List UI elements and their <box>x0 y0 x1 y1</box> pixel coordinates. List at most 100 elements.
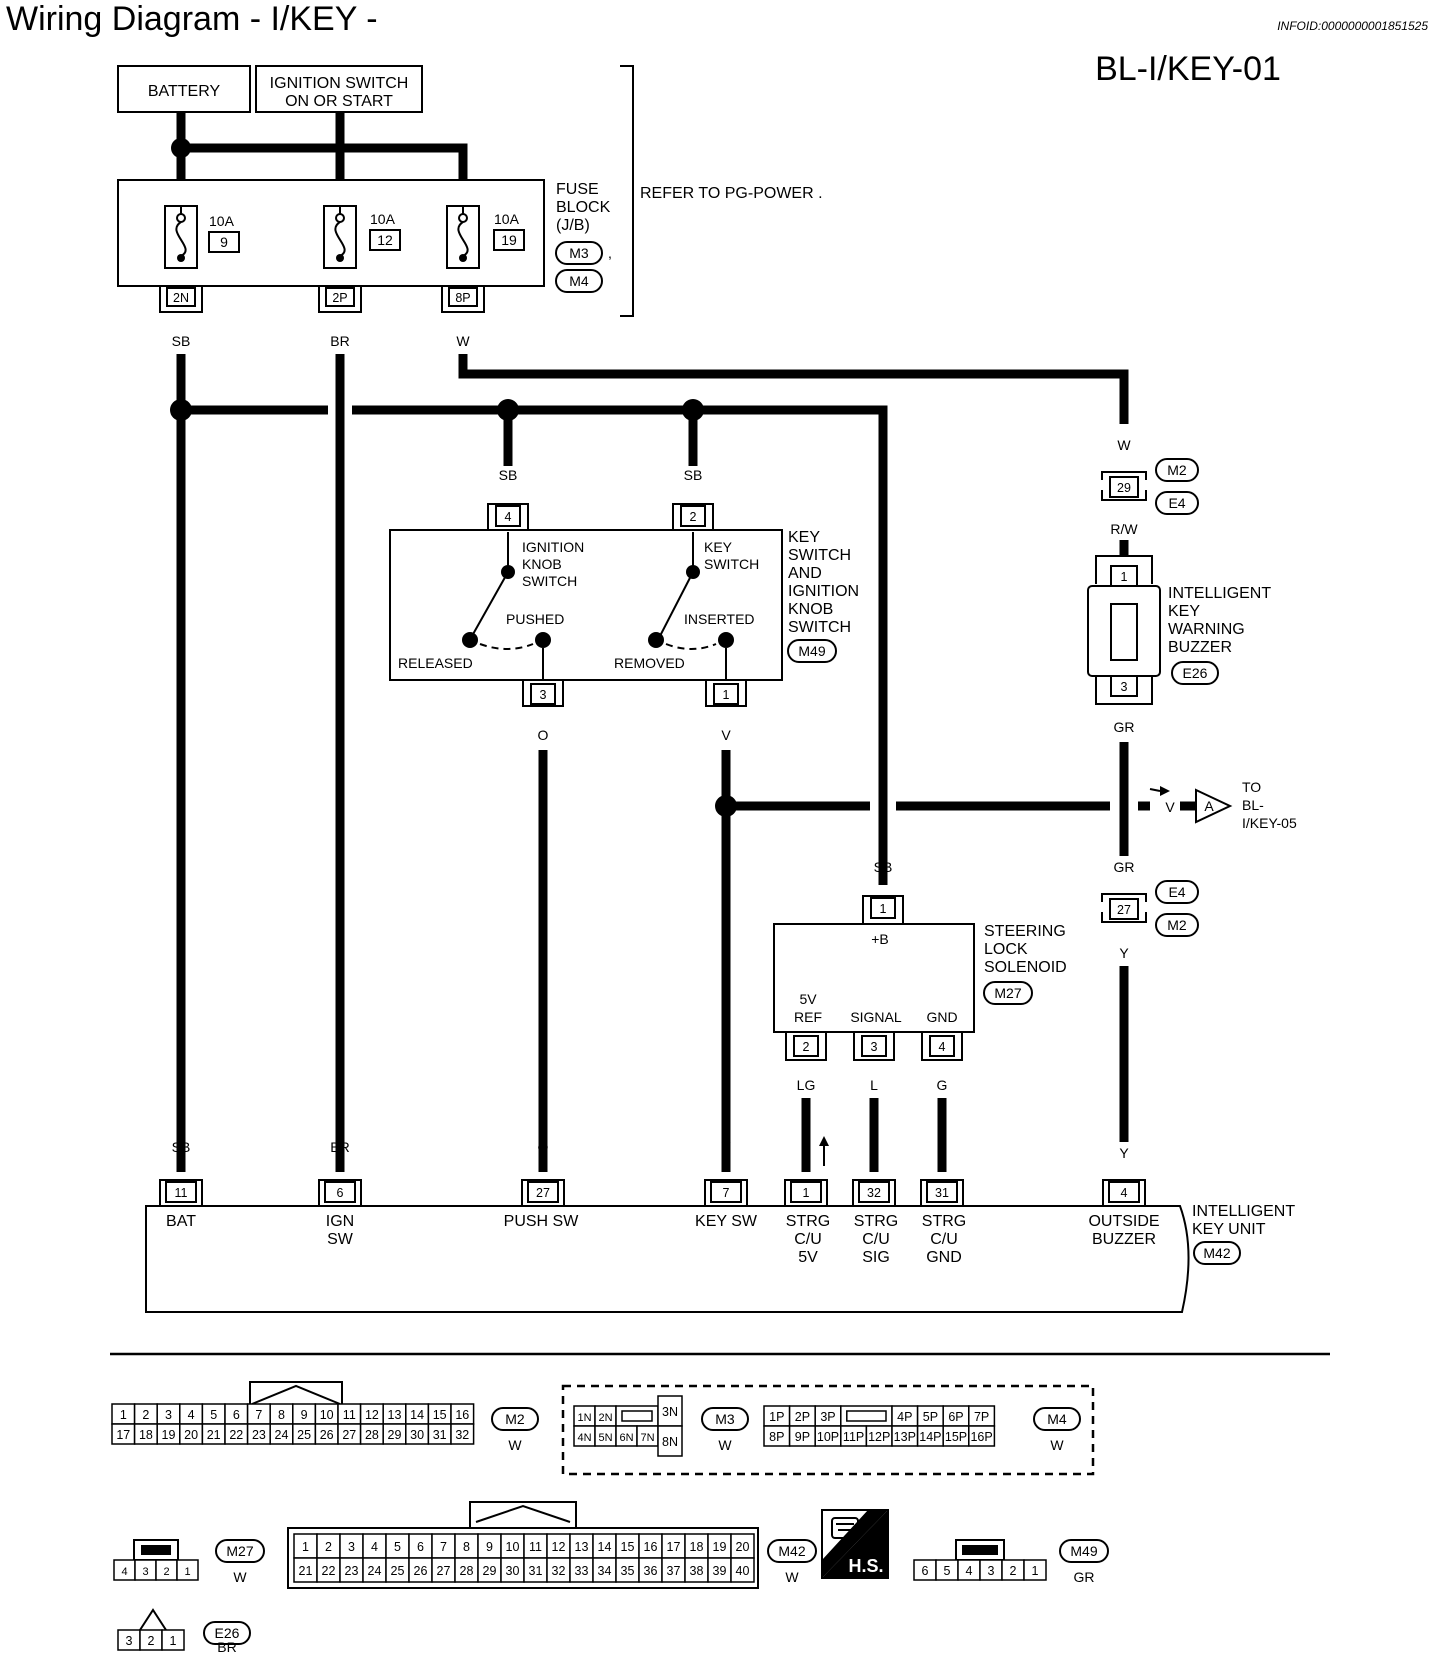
buzzer-title-2: KEY <box>1168 603 1200 620</box>
connector-m49-pin-1: 1 <box>1032 1564 1039 1578</box>
connector-m2-pin-16: 16 <box>455 1408 469 1422</box>
unit-label-strg-sig-3: SIG <box>862 1249 890 1266</box>
solenoid-title-1: STEERING <box>984 923 1066 940</box>
connector-m4-pin-13P: 13P <box>894 1430 916 1444</box>
connector-m42-pin-17: 17 <box>667 1540 681 1554</box>
connector-m27-pin-1: 1 <box>184 1566 190 1578</box>
connector-m27-pin-1-cell <box>176 1559 199 1581</box>
to-ref-letter: A <box>1204 798 1214 814</box>
unit-title: INTELLIGENT KEY UNIT M42 <box>1192 1203 1295 1265</box>
connector-m42-pin-1: 1 <box>302 1540 309 1554</box>
splice-sb-2 <box>497 399 519 421</box>
key-switch-label-2: SWITCH <box>704 556 759 572</box>
connector-m42-pin-36: 36 <box>644 1564 658 1578</box>
connector-m2-pin-19: 19 <box>162 1428 176 1442</box>
connector-m3-key-slot-cell <box>621 1410 653 1422</box>
unit-label-sw: SW <box>327 1231 354 1248</box>
info-id: INFOID:0000000001851525 <box>1277 19 1428 33</box>
solenoid-pin-4-label: 4 <box>939 1040 946 1054</box>
junction-27-ref-e4: E4 <box>1168 884 1185 900</box>
junction-27-ref-m2: M2 <box>1167 917 1187 933</box>
connector-m2-pin-22: 22 <box>229 1428 243 1442</box>
connector-m2-pin-32-cell <box>450 1423 475 1445</box>
connector-m42-pin-34: 34 <box>598 1564 612 1578</box>
to-ref-label-3: I/KEY-05 <box>1242 815 1297 831</box>
connector-m42-pin-3: 3 <box>348 1540 355 1554</box>
solenoid-title-3: SOLENOID <box>984 959 1067 976</box>
solenoid-pin-2-label: 2 <box>803 1040 810 1054</box>
connector-m42-color: W <box>785 1569 799 1585</box>
unit-label-strg-gnd-2: C/U <box>930 1231 958 1248</box>
connector-m2-label: M2 <box>505 1411 525 1427</box>
connector-m42-pin-15: 15 <box>621 1540 635 1554</box>
unit-label-strg-sig-2: C/U <box>862 1231 890 1248</box>
connector-m4-pin-16P-cell <box>968 1425 996 1447</box>
connector-m2-pin-20: 20 <box>184 1428 198 1442</box>
connector-m42-pin-25: 25 <box>391 1564 405 1578</box>
splice-sb-1 <box>170 399 192 421</box>
connector-m3-color: W <box>718 1437 732 1453</box>
key-switch-title-5: KNOB <box>788 601 833 618</box>
to-ref-flag: V A TO BL- I/KEY-05 <box>1149 779 1297 831</box>
unit-label-outside: OUTSIDE <box>1088 1213 1159 1230</box>
released-label: RELEASED <box>398 655 473 671</box>
page-code: BL-I/KEY-01 <box>1095 50 1281 88</box>
wire-color-br-fuse: BR <box>330 333 349 349</box>
connector-m2-pin-4: 4 <box>188 1408 195 1422</box>
connector-m3-pin-8N-cell <box>657 1425 683 1457</box>
connector-m49-pin-1-cell <box>1023 1559 1047 1581</box>
wire-color-g: G <box>937 1077 948 1093</box>
solenoid-connector-m27: M27 <box>994 985 1021 1001</box>
connector-m42-pin-16: 16 <box>644 1540 658 1554</box>
connector-m2-color: W <box>508 1437 522 1453</box>
to-ref-wire-color: V <box>1165 799 1175 815</box>
unit-terminal-4-pin: 4 <box>1121 1186 1128 1200</box>
fuse-terminal-2n: 2N <box>159 286 203 313</box>
connector-e26-pin-3: 3 <box>126 1634 133 1648</box>
unit-label-strg-5v-1: STRG <box>786 1213 830 1230</box>
solenoid-pin-1: 1 <box>862 895 904 924</box>
connector-e26-pin-2: 2 <box>148 1634 155 1648</box>
connector-m4-label: M4 <box>1047 1411 1067 1427</box>
intelligent-key-warning-buzzer: 1 3 INTELLIGENT KEY WARNING BUZZER E26 <box>1087 555 1271 705</box>
connector-m27-pin-2: 2 <box>163 1566 169 1578</box>
unit-terminal-32-pin: 32 <box>867 1186 881 1200</box>
fuse-9-amp: 10A <box>209 213 235 229</box>
connector-m4-label-ring <box>1033 1407 1081 1431</box>
fuse-terminal-2p: 2P <box>318 286 362 313</box>
connector-m4-pin-9P: 9P <box>795 1430 810 1444</box>
hs-icon: H.S. <box>821 1509 889 1579</box>
connector-m42-pin-22: 22 <box>322 1564 336 1578</box>
fuse-19: 10A 19 <box>446 205 525 269</box>
connector-m42-pin-12: 12 <box>552 1540 566 1554</box>
connector-m42-pin-13: 13 <box>575 1540 589 1554</box>
connector-m4-pin-10P: 10P <box>817 1430 839 1444</box>
steering-lock-solenoid: +B 5V REF SIGNAL GND <box>773 923 975 1033</box>
connector-m3-pin-7N: 7N <box>640 1432 654 1444</box>
battery-label: BATTERY <box>148 83 221 100</box>
connector-m42-pin-6: 6 <box>417 1540 424 1554</box>
connector-m42-pin-26: 26 <box>414 1564 428 1578</box>
unit-label-push-sw: PUSH SW <box>504 1213 580 1230</box>
connector-m2-pin-2: 2 <box>142 1408 149 1422</box>
connector-m42-pin-40-cell <box>730 1557 755 1583</box>
key-switch-pin-1-label: 1 <box>723 688 730 702</box>
connector-m4-color: W <box>1050 1437 1064 1453</box>
solenoid-pin-1-label: 1 <box>880 902 887 916</box>
connector-m49-pin-3: 3 <box>988 1564 995 1578</box>
connector-m42-pin-4: 4 <box>371 1540 378 1554</box>
unit-wire-color-v: V <box>721 1139 731 1155</box>
connector-m3-pin-1N: 1N <box>577 1412 591 1424</box>
wire-color-w-buzzer: W <box>1117 437 1131 453</box>
unit-terminal-11: 11 <box>159 1179 203 1206</box>
connector-m27-pin-3: 3 <box>142 1566 148 1578</box>
connector-m42-pin-10: 10 <box>506 1540 520 1554</box>
connector-m3-label: M3 <box>715 1411 735 1427</box>
connector-m4-pin-15P: 15P <box>945 1430 967 1444</box>
unit-label-ign: IGN <box>326 1213 354 1230</box>
fuse-block-label-3: (J/B) <box>556 217 590 234</box>
